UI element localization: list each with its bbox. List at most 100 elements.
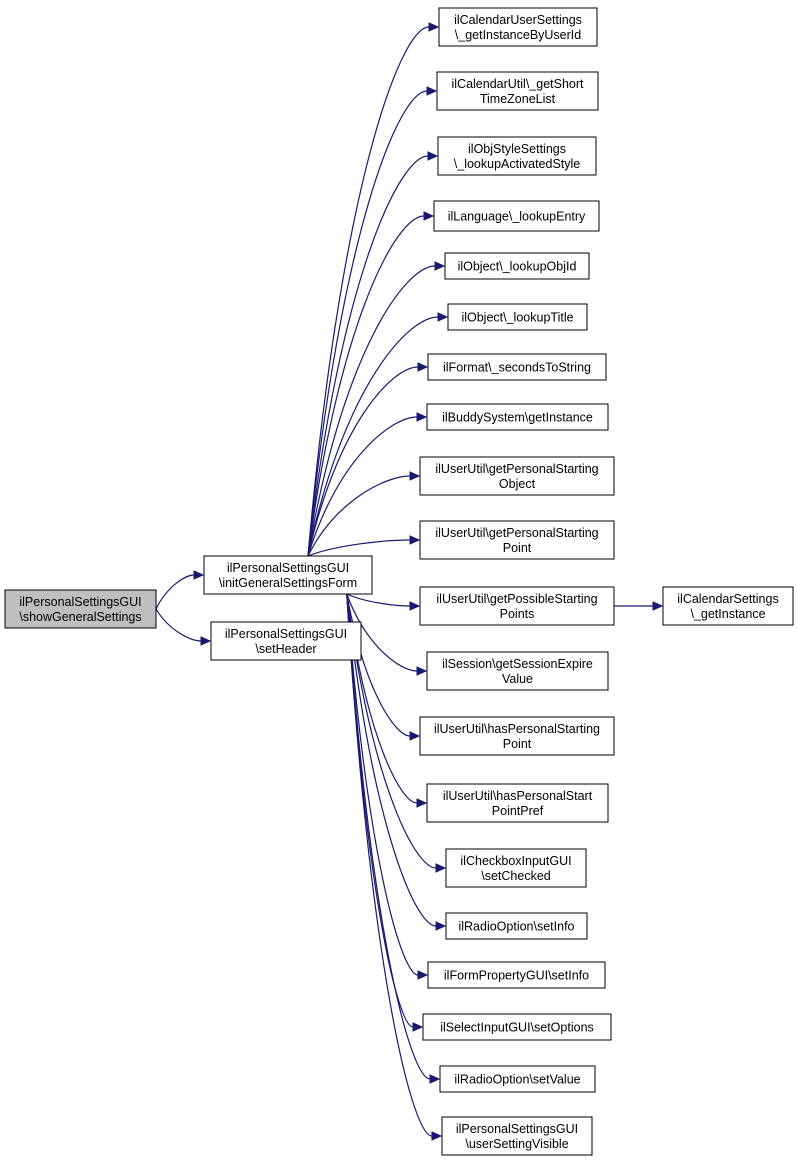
arrowhead-init-to-gps_obj (409, 471, 421, 481)
node-box-radio_info[interactable] (445, 912, 588, 940)
edge-init-to-objid (307, 265, 436, 557)
node-box-hps_pref[interactable] (426, 783, 609, 823)
node-label-cal_util-1: TimeZoneList (480, 92, 556, 106)
node-box-checkbox[interactable] (445, 848, 587, 888)
node-label-radio_info-0: ilRadioOption\setInfo (458, 920, 574, 934)
arrowhead-init-to-lang (423, 211, 435, 221)
node-box-root[interactable] (4, 589, 157, 629)
node-label-objstyle-1: \_lookupActivatedStyle (454, 157, 581, 171)
node-box-objid[interactable] (444, 252, 590, 280)
node-box-cal_settings[interactable] (662, 586, 794, 626)
node-box-gps_pt[interactable] (419, 520, 615, 560)
edge-init-to-formprop (346, 593, 419, 976)
node-label-hps_pref-1: PointPref (492, 804, 544, 818)
node-box-radio_value[interactable] (439, 1065, 596, 1093)
edge-init-to-gpossible (346, 593, 411, 607)
node-cal_user[interactable]: ilCalendarUserSettings\_getInstanceByUse… (438, 7, 598, 47)
node-label-select-0: ilSelectInputGUI\setOptions (440, 1021, 594, 1035)
node-label-cal_settings-0: ilCalendarSettings (677, 592, 778, 606)
node-box-hps_pt[interactable] (419, 716, 615, 756)
edge-init-to-visible (346, 593, 433, 1137)
arrowhead-init-to-radio_info (435, 921, 447, 931)
node-box-format[interactable] (427, 353, 607, 381)
edge-init-to-cal_util (307, 90, 428, 557)
node-cal_settings[interactable]: ilCalendarSettings\_getInstance (662, 586, 794, 626)
arrowhead-init-to-visible (431, 1131, 443, 1141)
node-title[interactable]: ilObject\_lookupTitle (447, 303, 588, 331)
nodes-layer: ilPersonalSettingsGUI\showGeneralSetting… (4, 7, 794, 1156)
node-root[interactable]: ilPersonalSettingsGUI\showGeneralSetting… (4, 589, 157, 629)
arrowhead-init-to-objid (434, 261, 446, 271)
arrowhead-init-to-buddy (416, 412, 428, 422)
arrowhead-init-to-cal_util (426, 86, 438, 96)
arrowhead-init-to-gpossible (409, 601, 421, 611)
arrowhead-gpossible-to-cal_settings (652, 601, 664, 611)
node-box-gpossible[interactable] (419, 586, 615, 626)
arrowhead-init-to-gps_pt (409, 535, 421, 545)
node-box-visible[interactable] (441, 1116, 593, 1156)
node-visible[interactable]: ilPersonalSettingsGUI\userSettingVisible (441, 1116, 593, 1156)
node-label-buddy-0: ilBuddySystem\getInstance (442, 411, 593, 425)
node-box-formprop[interactable] (427, 961, 606, 989)
edge-init-to-format (307, 366, 419, 557)
arrowhead-init-to-format (417, 362, 429, 372)
node-label-hps_pt-1: Point (503, 737, 532, 751)
edge-root-to-header (155, 608, 202, 642)
node-label-session-1: Value (502, 672, 533, 686)
node-radio_value[interactable]: ilRadioOption\setValue (439, 1065, 596, 1093)
node-buddy[interactable]: ilBuddySystem\getInstance (426, 403, 609, 431)
edge-init-to-lang (307, 215, 425, 557)
node-box-init[interactable] (203, 555, 373, 595)
node-box-header[interactable] (210, 621, 362, 661)
node-box-cal_user[interactable] (438, 7, 598, 47)
node-label-gps_pt-1: Point (503, 541, 532, 555)
node-label-hps_pt-0: ilUserUtil\hasPersonalStarting (434, 722, 600, 736)
node-label-cal_util-0: ilCalendarUtil\_getShort (451, 77, 584, 91)
node-formprop[interactable]: ilFormPropertyGUI\setInfo (427, 961, 606, 989)
node-box-cal_util[interactable] (436, 71, 599, 111)
arrowhead-init-to-checkbox (435, 863, 447, 873)
arrowhead-init-to-cal_user (428, 22, 440, 32)
node-label-visible-1: \userSettingVisible (465, 1137, 568, 1151)
node-box-buddy[interactable] (426, 403, 609, 431)
edge-init-to-cal_user (307, 26, 430, 557)
node-label-session-0: ilSession\getSessionExpire (442, 657, 593, 671)
edge-root-to-init (155, 574, 195, 610)
edges-layer (155, 22, 664, 1141)
node-objstyle[interactable]: ilObjStyleSettings\_lookupActivatedStyle (437, 136, 597, 176)
node-box-lang[interactable] (433, 200, 600, 232)
node-box-gps_obj[interactable] (419, 456, 615, 496)
node-box-select[interactable] (422, 1013, 612, 1041)
node-label-checkbox-0: ilCheckboxInputGUI (460, 854, 571, 868)
node-format[interactable]: ilFormat\_secondsToString (427, 353, 607, 381)
node-box-session[interactable] (426, 651, 609, 691)
node-box-title[interactable] (447, 303, 588, 331)
node-lang[interactable]: ilLanguage\_lookupEntry (433, 200, 600, 232)
node-radio_info[interactable]: ilRadioOption\setInfo (445, 912, 588, 940)
node-box-objstyle[interactable] (437, 136, 597, 176)
node-label-gps_pt-0: ilUserUtil\getPersonalStarting (435, 526, 598, 540)
node-header[interactable]: ilPersonalSettingsGUI\setHeader (210, 621, 362, 661)
node-checkbox[interactable]: ilCheckboxInputGUI\setChecked (445, 848, 587, 888)
node-label-header-0: ilPersonalSettingsGUI (225, 627, 347, 641)
node-label-objid-0: ilObject\_lookupObjId (458, 260, 577, 274)
node-label-root-0: ilPersonalSettingsGUI (19, 595, 141, 609)
edge-init-to-checkbox (346, 593, 437, 869)
edge-init-to-gps_pt (307, 539, 411, 557)
node-init[interactable]: ilPersonalSettingsGUI\initGeneralSetting… (203, 555, 373, 595)
edge-init-to-radio_info (346, 593, 437, 927)
node-select[interactable]: ilSelectInputGUI\setOptions (422, 1013, 612, 1041)
arrowhead-init-to-objstyle (427, 151, 439, 161)
node-label-radio_value-0: ilRadioOption\setValue (454, 1073, 580, 1087)
node-objid[interactable]: ilObject\_lookupObjId (444, 252, 590, 280)
node-label-header-1: \setHeader (255, 642, 316, 656)
node-label-gps_obj-0: ilUserUtil\getPersonalStarting (435, 462, 598, 476)
node-label-gps_obj-1: Object (499, 477, 536, 491)
